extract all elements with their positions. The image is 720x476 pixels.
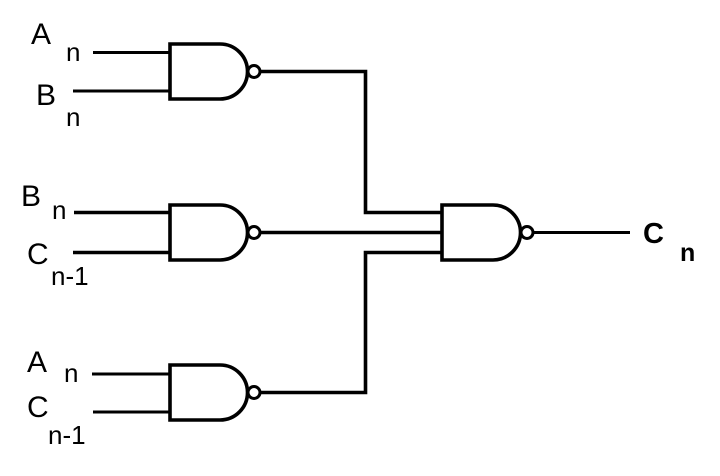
label-b-mid: B bbox=[21, 180, 41, 213]
label-b-mid-subscript: n bbox=[52, 195, 66, 225]
label-a-top-subscript: n bbox=[66, 37, 80, 67]
label-a-top: A bbox=[31, 18, 51, 51]
inverter-bubble-final bbox=[519, 225, 535, 240]
nand-gate-bottom-body bbox=[168, 363, 250, 422]
nand-gate-bottom bbox=[168, 363, 262, 422]
nand-gate-middle bbox=[168, 203, 262, 262]
label-b-top-subscript: n bbox=[66, 102, 80, 132]
label-c-mid-subscript: n-1 bbox=[51, 261, 89, 291]
label-c-bot-subscript: n-1 bbox=[48, 420, 86, 450]
label-output-c: C bbox=[643, 218, 664, 250]
nand-gate-final bbox=[440, 203, 535, 262]
wire-bottom-nand-to-final bbox=[259, 250, 443, 395]
label-c-mid: C bbox=[27, 238, 49, 271]
label-a-bot-subscript: n bbox=[64, 358, 78, 388]
label-a-bot: A bbox=[27, 346, 47, 379]
nand-gate-top bbox=[168, 42, 262, 101]
label-output-c-subscript: n bbox=[680, 239, 695, 267]
nand-gate-top-body bbox=[168, 42, 250, 101]
inverter-bubble-middle bbox=[246, 225, 262, 240]
label-b-top: B bbox=[36, 79, 56, 112]
inverter-bubble-bottom bbox=[246, 385, 262, 400]
nand-gate-final-body bbox=[440, 203, 523, 262]
label-c-bot: C bbox=[27, 391, 49, 424]
wire-top-nand-to-final bbox=[259, 69, 443, 215]
inverter-bubble-top bbox=[246, 64, 262, 79]
nand-gate-middle-body bbox=[168, 203, 250, 262]
